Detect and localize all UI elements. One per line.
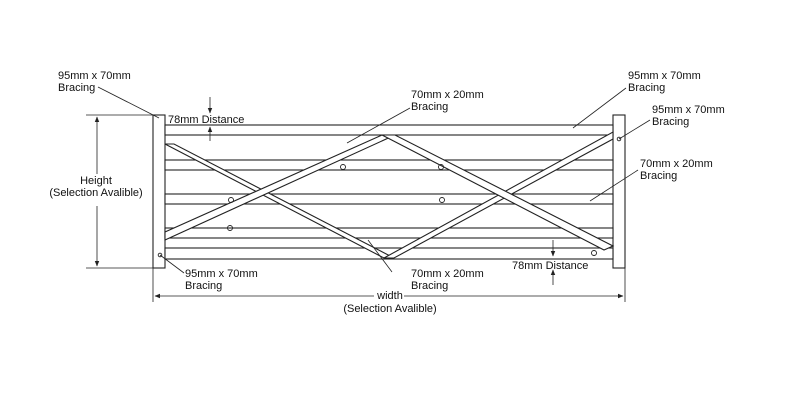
svg-text:Bracing: Bracing: [185, 280, 222, 292]
svg-text:70mm x 20mm: 70mm x 20mm: [411, 268, 484, 280]
diagonal-braces: [164, 131, 615, 259]
svg-text:Bracing: Bracing: [652, 116, 689, 128]
svg-text:Bracing: Bracing: [411, 101, 448, 113]
leader-lines: [97, 86, 651, 274]
svg-text:95mm x 70mm: 95mm x 70mm: [58, 70, 131, 82]
annotation-right-post: 95mm x 70mm Bracing: [652, 104, 725, 128]
svg-text:70mm x 20mm: 70mm x 20mm: [640, 158, 713, 170]
width-selection-label: (Selection Avalible): [343, 303, 436, 315]
svg-text:95mm x 70mm: 95mm x 70mm: [185, 268, 258, 280]
annotation-bottom-brace: 70mm x 20mm Bracing: [411, 268, 484, 292]
width-dimension: width (Selection Avalible): [152, 268, 626, 315]
rails: [164, 124, 614, 260]
height-selection-label: (Selection Avalible): [49, 187, 142, 199]
svg-text:95mm x 70mm: 95mm x 70mm: [652, 104, 725, 116]
annotation-bottom-left-post: 95mm x 70mm Bracing: [185, 268, 258, 292]
bolts: [157, 136, 622, 258]
annotation-right-brace: 70mm x 20mm Bracing: [640, 158, 713, 182]
top-distance-label: 78mm Distance: [168, 114, 244, 126]
bottom-distance-label: 78mm Distance: [512, 260, 588, 272]
bottom-distance-dimension: 78mm Distance: [512, 240, 588, 285]
annotation-top-brace: 70mm x 20mm Bracing: [411, 89, 484, 113]
right-post: [612, 114, 626, 269]
svg-text:Bracing: Bracing: [58, 82, 95, 94]
svg-text:Bracing: Bracing: [628, 82, 665, 94]
annotation-top-right-rail: 95mm x 70mm Bracing: [628, 70, 701, 94]
svg-text:Bracing: Bracing: [411, 280, 448, 292]
annotation-top-left-post: 95mm x 70mm Bracing: [58, 70, 131, 94]
top-distance-dimension: 78mm Distance: [165, 97, 250, 141]
width-label: width: [376, 290, 403, 302]
left-post: [152, 114, 166, 269]
svg-text:70mm x 20mm: 70mm x 20mm: [411, 89, 484, 101]
height-dimension: Height (Selection Avalible): [49, 114, 153, 269]
svg-text:Bracing: Bracing: [640, 170, 677, 182]
height-label: Height: [80, 175, 112, 187]
svg-text:95mm x 70mm: 95mm x 70mm: [628, 70, 701, 82]
